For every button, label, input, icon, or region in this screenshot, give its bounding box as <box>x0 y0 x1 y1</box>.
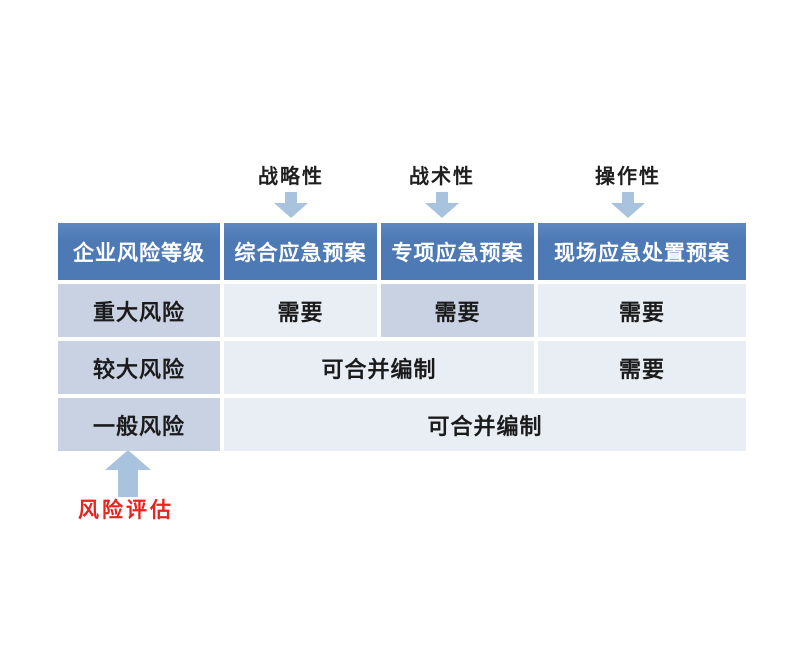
down-arrow-icon <box>274 192 308 218</box>
cell-relmajor-onsite: 需要 <box>538 341 746 394</box>
down-arrow-icon <box>425 192 459 218</box>
row-label-relatively-major-risk: 较大风险 <box>58 341 220 394</box>
label-tactical: 战术性 <box>409 164 475 188</box>
row-label-major-risk: 重大风险 <box>58 284 220 337</box>
risk-plan-matrix: 企业风险等级 综合应急预案 专项应急预案 现场应急处置预案 重大风险 需要 需要… <box>58 223 746 451</box>
header-special-plan: 专项应急预案 <box>381 223 534 280</box>
header-onsite-plan: 现场应急处置预案 <box>538 223 746 280</box>
header-risk-level: 企业风险等级 <box>58 223 220 280</box>
down-arrow-icon <box>611 192 645 218</box>
up-arrow-shape <box>105 450 151 497</box>
cell-major-onsite: 需要 <box>538 284 746 337</box>
down-arrow-shape <box>611 192 645 218</box>
header-comprehensive-plan: 综合应急预案 <box>224 223 377 280</box>
cell-relmajor-merged: 可合并编制 <box>224 341 534 394</box>
label-strategic: 战略性 <box>258 164 324 188</box>
down-arrow-shape <box>425 192 459 218</box>
cell-major-special: 需要 <box>381 284 534 337</box>
label-operational: 操作性 <box>595 164 661 188</box>
risk-assessment-label: 风险评估 <box>78 497 174 522</box>
down-arrow-shape <box>274 192 308 218</box>
cell-major-comprehensive: 需要 <box>224 284 377 337</box>
row-label-general-risk: 一般风险 <box>58 398 220 451</box>
up-arrow-icon <box>105 450 151 497</box>
cell-general-merged: 可合并编制 <box>224 398 746 451</box>
